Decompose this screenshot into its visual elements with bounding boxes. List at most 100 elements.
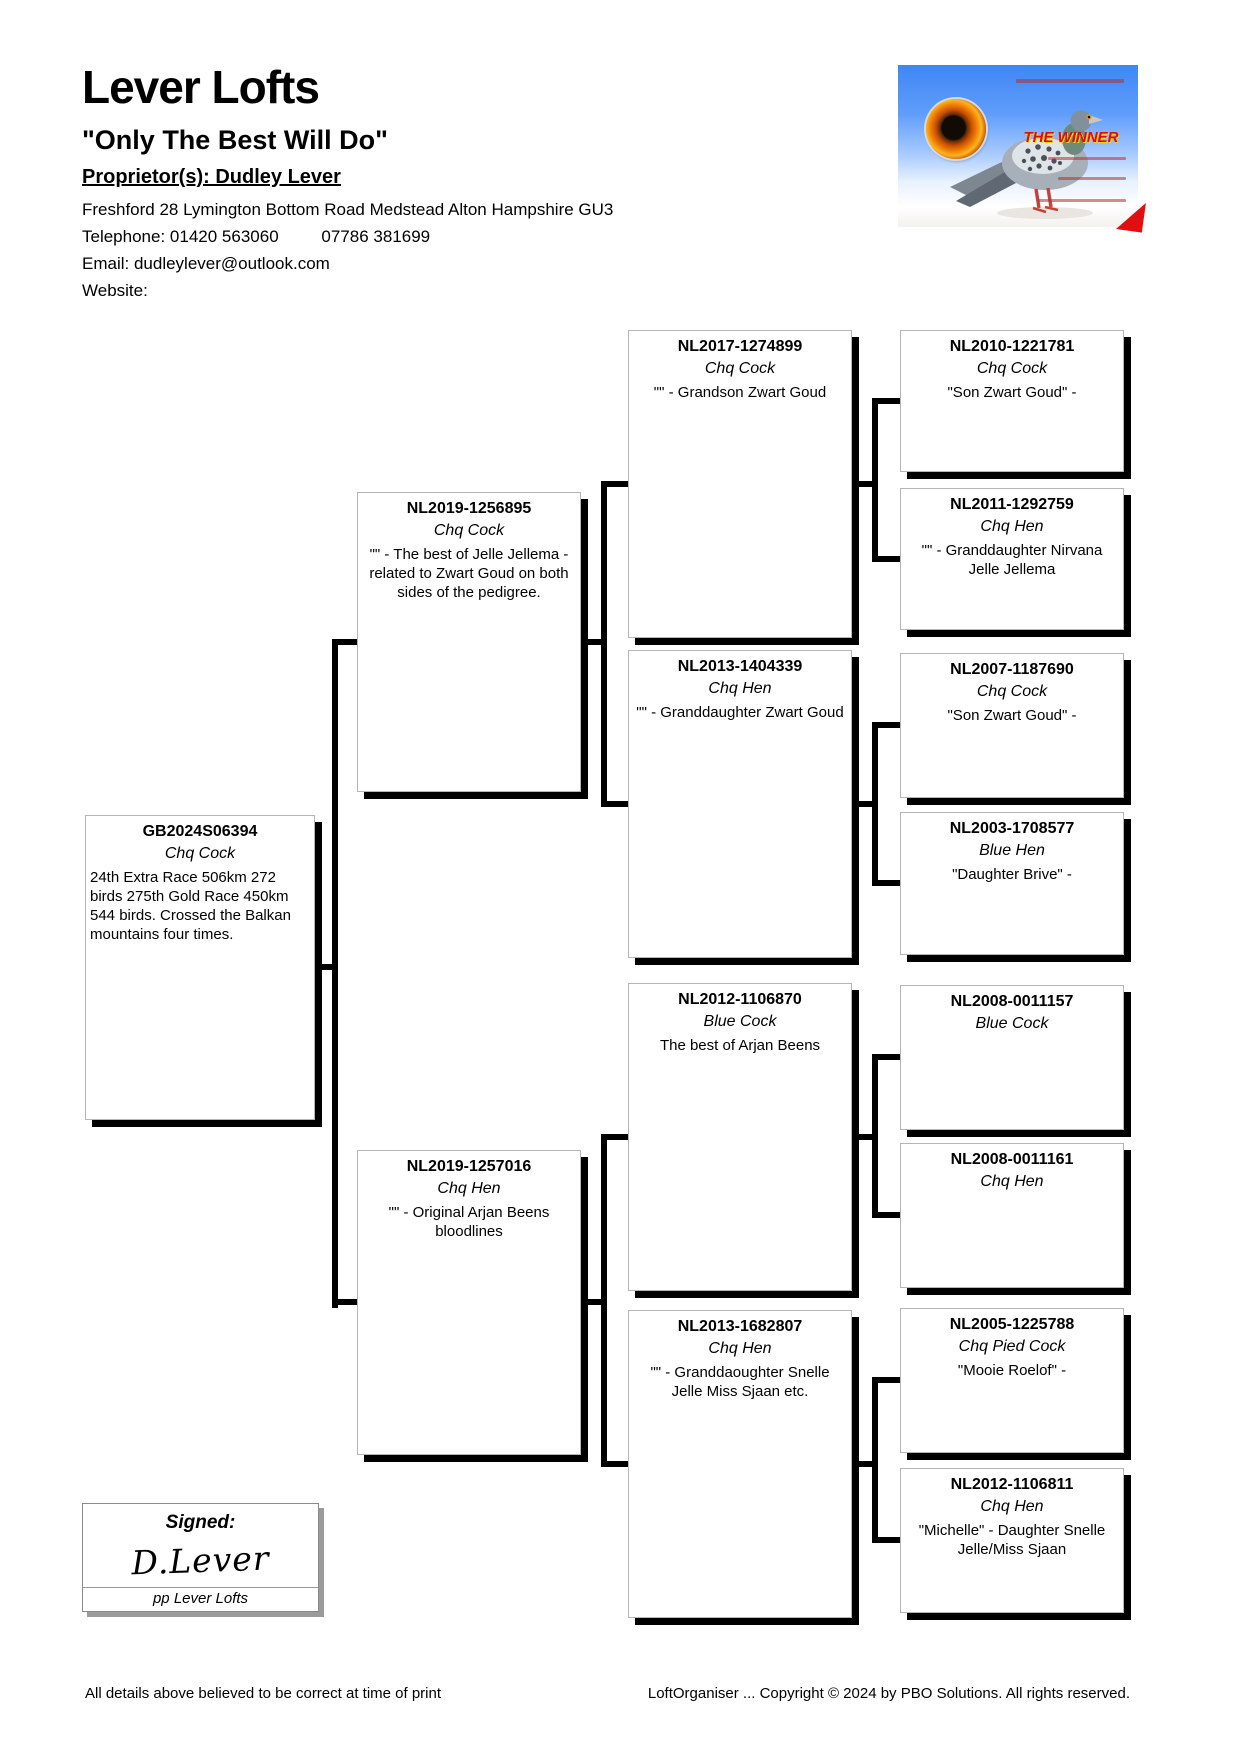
bird-color-sex: Chq Cock xyxy=(433,522,505,539)
telephone-label: Telephone: xyxy=(82,227,166,246)
connector-line xyxy=(872,1377,900,1383)
bird-comment: 24th Extra Race 506km 272 birds 275th Go… xyxy=(90,869,291,943)
signature-handwriting: D.Lever xyxy=(130,1538,271,1583)
pedigree-box-sires-dam: NL2013-1404339 Chq Hen "" - Granddaughte… xyxy=(628,650,852,958)
ring-number: NL2013-1404339 xyxy=(677,658,803,675)
connector-line xyxy=(872,1054,878,1218)
pedigree-box-sires-sires-dam: NL2011-1292759 Chq Hen "" - Granddaughte… xyxy=(900,488,1124,630)
pedigree-box-sires-dams-sire: NL2007-1187690 Chq Cock "Son Zwart Goud"… xyxy=(900,653,1124,798)
bird-comment: "Son Zwart Goud" - xyxy=(947,707,1077,724)
connector-line xyxy=(872,1212,900,1218)
connector-line xyxy=(601,1461,629,1467)
pedigree-box-dams-dams-sire: NL2005-1225788 Chq Pied Cock "Mooie Roel… xyxy=(900,1308,1124,1453)
pigeon-eye-emblem xyxy=(926,99,986,159)
connector-line xyxy=(872,1537,900,1543)
pedigree-box-dams-sires-sire: NL2008-0011157 Blue Cock xyxy=(900,985,1124,1130)
signature-pp-line: pp Lever Lofts xyxy=(83,1587,318,1611)
pedigree-box-dams-sires-dam: NL2008-0011161 Chq Hen xyxy=(900,1143,1124,1288)
pedigree-box-subject: GB2024S06394 Chq Cock 24th Extra Race 50… xyxy=(85,815,315,1120)
bird-comment: "" - Original Arjan Beens bloodlines xyxy=(388,1204,550,1240)
ring-number: NL2013-1682807 xyxy=(677,1318,803,1335)
signed-label: Signed: xyxy=(165,1512,236,1533)
connector-line xyxy=(315,964,338,970)
connector-line xyxy=(857,1461,875,1467)
ring-number: NL2011-1292759 xyxy=(950,496,1074,513)
bird-comment: "" - Grandson Zwart Goud xyxy=(653,384,827,401)
bird-comment: "Daughter Brive" - xyxy=(952,866,1072,883)
telephone-line: Telephone: 01420 563060 07786 381699 xyxy=(82,227,430,247)
bird-comment: "" - Granddaughter Nirvana Jelle Jellema xyxy=(921,542,1103,578)
bird-comment: "" - Granddaughter Zwart Goud xyxy=(636,704,844,721)
connector-line xyxy=(601,801,629,807)
bird-comment xyxy=(901,1193,1123,1196)
pedigree-box-dams-dams-dam: NL2012-1106811 Chq Hen "Michelle" - Daug… xyxy=(900,1468,1124,1613)
pedigree-box-sires-dams-dam: NL2003-1708577 Blue Hen "Daughter Brive"… xyxy=(900,812,1124,955)
website-label: Website: xyxy=(82,281,148,300)
bird-comment: "Mooie Roelof" - xyxy=(957,1362,1067,1379)
ring-number: NL2007-1187690 xyxy=(950,661,1074,678)
bird-comment: "" - Granddaoughter Snelle Jelle Miss Sj… xyxy=(650,1364,830,1400)
bird-comment xyxy=(901,1035,1123,1038)
logo-small-text-bar xyxy=(1048,157,1126,160)
bird-comment: The best of Arjan Beens xyxy=(659,1037,821,1054)
footer-copyright: LoftOrganiser ... Copyright © 2024 by PB… xyxy=(647,1685,1130,1702)
bird-color-sex: Chq Hen xyxy=(708,680,772,697)
connector-line xyxy=(332,1299,359,1305)
ring-number: NL2019-1257016 xyxy=(406,1158,532,1175)
bird-color-sex: Chq Cock xyxy=(976,683,1048,700)
loft-name: Lever Lofts xyxy=(82,61,320,113)
loft-slogan: "Only The Best Will Do" xyxy=(82,125,388,155)
connector-line xyxy=(332,639,359,645)
pedigree-box-sires-sire: NL2017-1274899 Chq Cock "" - Grandson Zw… xyxy=(628,330,852,638)
connector-line xyxy=(601,1134,629,1140)
bird-comment: "" - The best of Jelle Jellema - related… xyxy=(369,546,569,601)
email-line: Email: dudleylever@outlook.com xyxy=(82,254,330,273)
ring-number: NL2008-0011157 xyxy=(950,993,1074,1010)
bird-color-sex: Chq Hen xyxy=(980,1173,1044,1190)
bird-color-sex: Chq Pied Cock xyxy=(958,1338,1066,1355)
connector-line xyxy=(586,639,604,645)
connector-line xyxy=(872,722,900,728)
loft-logo: THE WINNER xyxy=(898,65,1146,233)
signature-box: Signed: D.Lever pp Lever Lofts xyxy=(82,1503,319,1612)
pedigree-box-sires-sires-sire: NL2010-1221781 Chq Cock "Son Zwart Goud"… xyxy=(900,330,1124,472)
connector-line xyxy=(601,481,607,807)
connector-line xyxy=(601,481,629,487)
connector-line xyxy=(872,722,878,886)
footer-disclaimer: All details above believed to be correct… xyxy=(85,1685,442,1702)
bird-color-sex: Chq Cock xyxy=(704,360,776,377)
telephone-number-2: 07786 381699 xyxy=(321,227,431,246)
bird-color-sex: Chq Hen xyxy=(437,1180,501,1197)
logo-banner-text: THE WINNER xyxy=(1023,129,1119,146)
logo-small-text-bar xyxy=(1038,199,1126,202)
ring-number: NL2012-1106811 xyxy=(950,1476,1074,1493)
ring-number: NL2010-1221781 xyxy=(949,338,1075,355)
pedigree-box-dams-sire: NL2012-1106870 Blue Cock The best of Arj… xyxy=(628,983,852,1291)
logo-small-text-bar xyxy=(1016,79,1124,83)
connector-line xyxy=(872,556,900,562)
ring-number: NL2005-1225788 xyxy=(949,1316,1075,1333)
bird-color-sex: Blue Hen xyxy=(979,842,1045,859)
connector-line xyxy=(872,1377,878,1543)
bird-color-sex: Chq Hen xyxy=(708,1340,772,1357)
pedigree-box-sire: NL2019-1256895 Chq Cock "" - The best of… xyxy=(357,492,581,792)
connector-line xyxy=(601,1134,607,1467)
connector-line xyxy=(872,1054,900,1060)
ring-number: NL2012-1106870 xyxy=(678,991,802,1008)
connector-line xyxy=(857,481,875,487)
proprietor-line: Proprietor(s): Dudley Lever xyxy=(82,166,341,188)
ring-number: GB2024S06394 xyxy=(142,823,258,840)
connector-line xyxy=(872,880,900,886)
pedigree-box-dam: NL2019-1257016 Chq Hen "" - Original Arj… xyxy=(357,1150,581,1455)
connector-line xyxy=(857,801,875,807)
connector-line xyxy=(872,398,900,404)
connector-line xyxy=(332,639,338,1308)
ring-number: NL2017-1274899 xyxy=(677,338,803,355)
bird-color-sex: Chq Cock xyxy=(976,360,1048,377)
connector-line xyxy=(857,1134,875,1140)
bird-color-sex: Chq Cock xyxy=(164,845,236,862)
connector-line xyxy=(872,398,878,562)
bird-color-sex: Chq Hen xyxy=(980,1498,1044,1515)
bird-color-sex: Chq Hen xyxy=(980,518,1044,535)
